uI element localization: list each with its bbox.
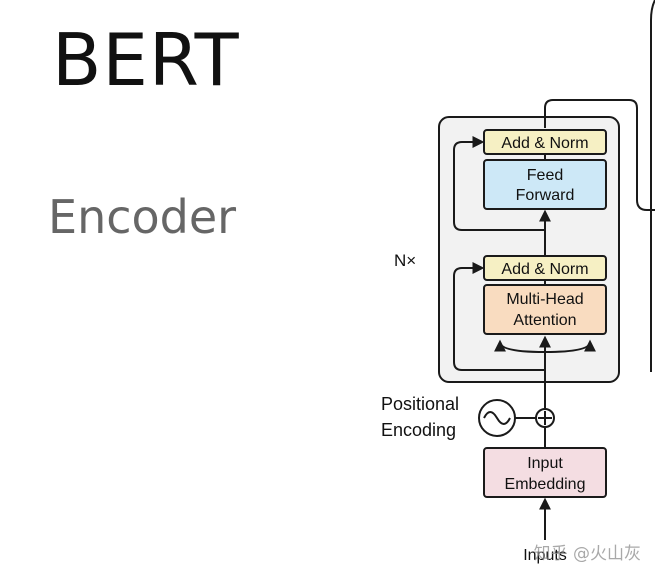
feed-forward-block bbox=[483, 159, 607, 210]
input-embedding-label-line2: Embedding bbox=[505, 476, 586, 493]
feed-forward-label-line1: Feed bbox=[527, 167, 563, 184]
input-embedding-block bbox=[483, 447, 607, 498]
input-embedding-label-line1: Input bbox=[527, 455, 563, 472]
repeat-count-label: N× bbox=[394, 251, 416, 270]
add-norm-top-block bbox=[483, 129, 607, 155]
positional-encoding-label-line1: Positional bbox=[381, 394, 459, 414]
watermark: 知乎 @火山灰 bbox=[533, 544, 641, 564]
add-norm-top-label: Add & Norm bbox=[501, 135, 588, 152]
sine-wave-curve bbox=[483, 411, 511, 425]
residual-path-top bbox=[453, 136, 545, 231]
multi-head-label-line2: Attention bbox=[513, 312, 576, 329]
residual-path-bottom bbox=[453, 262, 545, 371]
encoder-stack-panel bbox=[438, 116, 620, 383]
decoder-connection-line bbox=[544, 99, 655, 211]
multi-head-label-line1: Multi-Head bbox=[506, 291, 583, 308]
multi-head-attention-block bbox=[483, 284, 607, 335]
positional-encoding-label-line2: Encoding bbox=[381, 420, 456, 440]
decoder-panel-edge bbox=[650, 0, 655, 372]
add-norm-bottom-label: Add & Norm bbox=[501, 261, 588, 278]
page-subtitle: Encoder bbox=[48, 190, 237, 244]
feed-forward-label-line2: Forward bbox=[516, 187, 575, 204]
attention-split-right bbox=[544, 339, 596, 353]
page-title: BERT bbox=[52, 18, 240, 102]
inputs-label: Inputs bbox=[523, 547, 567, 564]
add-norm-bottom-block bbox=[483, 255, 607, 281]
attention-split-left bbox=[494, 339, 546, 353]
